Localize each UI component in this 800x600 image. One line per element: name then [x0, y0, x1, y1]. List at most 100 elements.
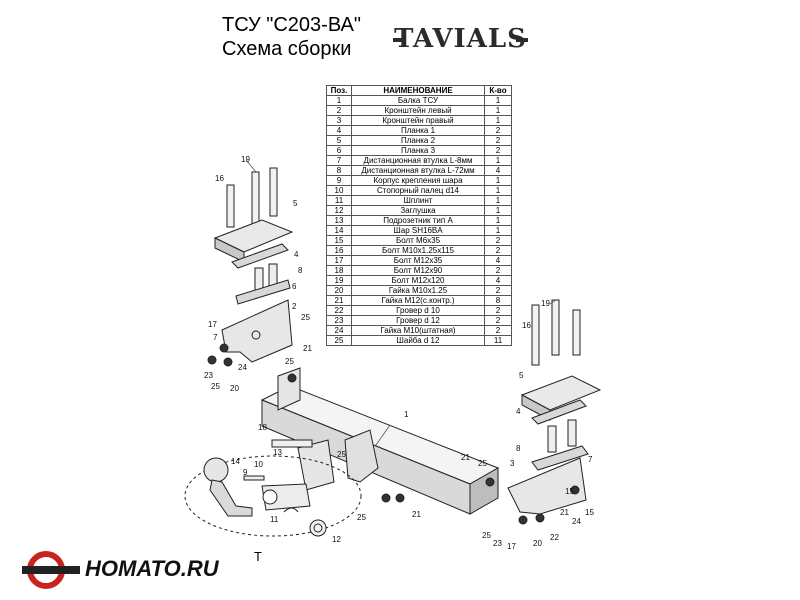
- callout-24-left: 24: [238, 363, 247, 372]
- part-qty: 11: [484, 335, 512, 346]
- callout-1: 1: [404, 410, 409, 419]
- brand-logo-text: TAVIALS: [394, 24, 527, 54]
- callout-12: 12: [332, 535, 341, 544]
- callout-17-right: 17: [507, 542, 516, 551]
- callout-14: 14: [231, 457, 240, 466]
- callout-19-right: 19: [541, 299, 550, 308]
- bracket-right-3: [507, 457, 587, 515]
- callout-17-left: 17: [208, 320, 217, 329]
- brand-logo: TAVIALS: [393, 20, 528, 60]
- callout-10: 10: [254, 460, 263, 469]
- callout-7-left: 7: [213, 333, 218, 342]
- callout-20-left: 20: [230, 384, 239, 393]
- plate-6-left: [235, 279, 291, 305]
- callout-16-left: 16: [215, 174, 224, 183]
- callout-2: 2: [292, 302, 297, 311]
- nut-left-b: [223, 357, 233, 367]
- callout-18: 18: [258, 423, 267, 432]
- nut-left-c: [207, 355, 217, 365]
- ball-14: [203, 457, 229, 483]
- callout-4-right: 4: [516, 407, 521, 416]
- footer-logo-icon: [22, 551, 80, 589]
- nut-center-a: [381, 493, 391, 503]
- callout-21-center: 21: [412, 510, 421, 519]
- callout-4-left: 4: [294, 250, 299, 259]
- callout-11: 11: [270, 515, 279, 524]
- detail-t-label: T: [254, 549, 262, 564]
- callout-25-a: 25: [301, 313, 310, 322]
- parts-table-header: Поз. НАИМЕНОВАНИЕ К-во: [326, 85, 512, 96]
- callout-25-e: 25: [478, 459, 487, 468]
- diagram-subtitle: Схема сборки: [222, 38, 352, 60]
- spacer-8-right-a: [547, 425, 557, 453]
- bolt-18: [271, 439, 313, 448]
- callout-6: 6: [292, 282, 297, 291]
- callout-25-d: 25: [337, 450, 346, 459]
- callout-24-right: 24: [572, 517, 581, 526]
- callout-13: 13: [273, 448, 282, 457]
- leader-1: [375, 424, 391, 446]
- brand-bar-right: [516, 38, 528, 42]
- callout-8-left: 8: [298, 266, 303, 275]
- left-bolts-16-19: [226, 167, 278, 228]
- pin-10: [243, 475, 265, 481]
- footer-logo: HOMATO.RU: [22, 550, 242, 590]
- diagram-title: ТСУ "С203-ВА": [222, 14, 361, 36]
- detail-t-outline: [184, 455, 362, 537]
- callout-23-left: 23: [204, 371, 213, 380]
- plate-4-left: [231, 243, 289, 269]
- callout-25-f: 25: [357, 513, 366, 522]
- nut-right-c: [535, 513, 545, 523]
- spacer-8-left-a: [254, 267, 264, 291]
- callout-25-c: 25: [211, 382, 220, 391]
- spacer-8-left-b: [268, 263, 278, 287]
- callout-20-right: 20: [533, 539, 542, 548]
- cap-12-inner: [313, 523, 323, 533]
- callout-21-top: 21: [461, 453, 470, 462]
- nut-left-d: [287, 373, 297, 383]
- nut-left-a: [219, 343, 229, 353]
- callout-15: 15: [585, 508, 594, 517]
- nut-center-b: [395, 493, 405, 503]
- callout-23-right: 23: [493, 539, 502, 548]
- center-mount-plate: [344, 429, 379, 483]
- callout-19-left: 19: [241, 155, 250, 164]
- bracket-left-hole: [251, 330, 261, 340]
- callout-21-right: 21: [560, 508, 569, 517]
- callout-3: 3: [510, 459, 515, 468]
- plate-6-right: [531, 445, 589, 471]
- callout-15-b: 15: [565, 487, 574, 496]
- nut-right-a: [485, 477, 495, 487]
- callout-8-right: 8: [516, 444, 521, 453]
- leader-19-left: [245, 159, 257, 173]
- nut-right-b: [518, 515, 528, 525]
- bolt-19-right-b: [572, 309, 581, 356]
- cotter-pin-11: [283, 507, 299, 513]
- plate-4-right: [531, 399, 587, 425]
- callout-16-right: 16: [522, 321, 531, 330]
- callout-5-left: 5: [293, 199, 298, 208]
- socket-plate-13: [297, 439, 335, 491]
- callout-25-g: 25: [482, 531, 491, 540]
- leader-19-right: [549, 299, 557, 305]
- callout-22: 22: [550, 533, 559, 542]
- cap-12: [309, 519, 327, 537]
- callout-5-right: 5: [519, 371, 524, 380]
- callout-labels: 1 2 3 4 4 5 5 6 8 8 9 10 11 12 13 14 15 …: [204, 155, 594, 551]
- bolt-19-left-a: [251, 171, 260, 225]
- bolt-19-right-a: [551, 299, 560, 356]
- spacer-8-right-b: [567, 419, 577, 447]
- callout-21-left: 21: [303, 344, 312, 353]
- nut-right-d: [570, 485, 580, 495]
- footer-logo-text: HOMATO.RU: [85, 556, 219, 581]
- bolt-19-left-b: [269, 167, 278, 217]
- ball-neck-14: [209, 479, 253, 517]
- brand-bar-left: [393, 38, 405, 42]
- callout-25-b: 25: [285, 357, 294, 366]
- callout-9: 9: [243, 468, 248, 477]
- bolt-16-right: [531, 304, 540, 366]
